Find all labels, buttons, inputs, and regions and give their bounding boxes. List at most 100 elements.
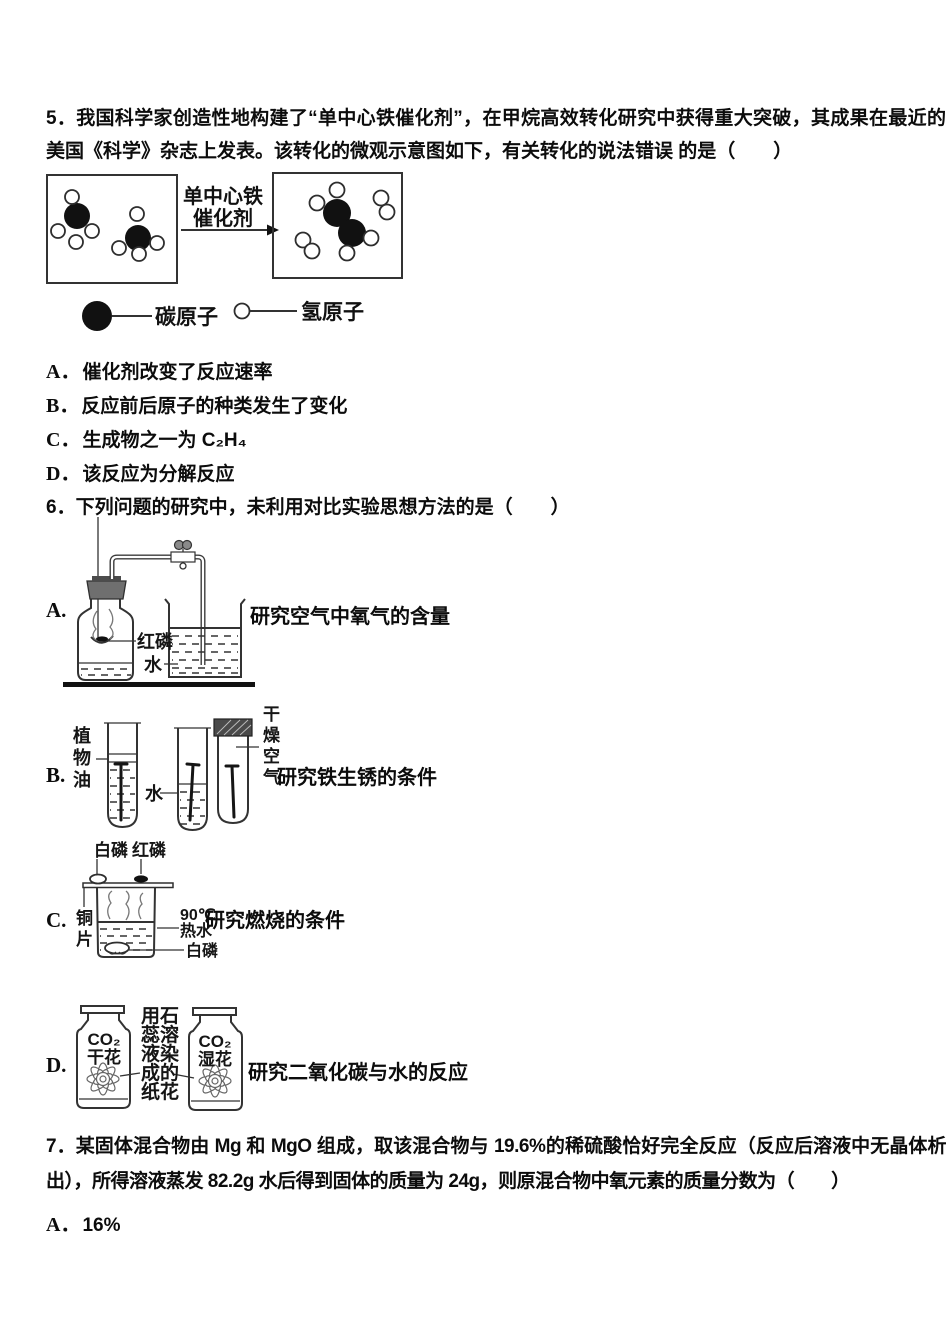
smoke-wisp: [107, 890, 113, 920]
label-co2-dry-flower: CO₂ 干花: [87, 1030, 121, 1067]
hydrogen-atom: [328, 181, 346, 199]
apparatus-d-caption: 研究二氧化碳与水的反应: [248, 1062, 468, 1084]
gas-bottle: [77, 599, 134, 681]
hydrogen-atom: [362, 229, 380, 247]
label-hot-water: 90℃ 热水: [180, 907, 216, 940]
question-6-stem: 6．下列问题的研究中，未利用对比实验思想方法的是（ ）: [46, 497, 570, 518]
option-text: 反应前后原子的种类发生了变化: [81, 396, 348, 417]
test-tube-oil-water: [96, 722, 141, 829]
rubber-stopper: [86, 580, 127, 600]
paper-flower-icon: [198, 1064, 232, 1098]
apparatus-b-drawing: [96, 718, 259, 832]
smoke-wisp: [92, 610, 98, 641]
legend-hydrogen-swatch: [233, 302, 251, 320]
hydrogen-atom: [308, 194, 326, 212]
hydrogen-atom: [68, 234, 84, 250]
label-litmus-paper-flower: 用石蕊溶液染成的纸花: [141, 1006, 180, 1103]
option-letter: B．: [46, 395, 80, 417]
ethylene-molecule: [308, 181, 380, 262]
apparatus-a-figure: 红磷 水: [45, 515, 465, 690]
hydrogen-atom: [149, 235, 165, 251]
apparatus-b-figure: 植物油 水 干燥空气: [60, 700, 460, 840]
carbon-atom: [323, 199, 351, 227]
reactants-box: [46, 174, 178, 284]
white-phosphorus-sample: [89, 873, 107, 885]
apparatus-c-letter: C.: [46, 908, 67, 932]
gas-bottle-dry-flower: [76, 1005, 131, 1109]
test-tube-water: [160, 727, 211, 832]
hydrogen-molecule: [372, 189, 396, 221]
question-5-option-a: A．催化剂改变了反应速率: [46, 355, 272, 384]
apparatus-b-caption: 研究铁生锈的条件: [277, 767, 437, 789]
label-red-phosphorus: 红磷: [137, 632, 173, 652]
catalyst-label-line1: 单中心铁: [183, 184, 263, 208]
option-text: 生成物之一为 C₂H₄: [82, 430, 247, 451]
test-tube-dry-air: [213, 718, 259, 825]
beaker: [96, 887, 156, 958]
legend-hydrogen-label: 氢原子: [301, 300, 364, 324]
question-5-option-d: D．该反应为分解反应: [46, 457, 234, 486]
option-text: 催化剂改变了反应速率: [82, 362, 273, 383]
products-box: [272, 172, 403, 279]
carbon-atom: [338, 219, 366, 247]
hydrogen-atom: [50, 223, 66, 239]
apparatus-d-figure: CO₂ 干花 CO₂ 湿花 用石蕊溶液染成的纸花: [60, 995, 460, 1117]
label-red-phosphorus: 红磷: [132, 841, 166, 860]
hydrogen-atom: [338, 244, 356, 262]
copper-sheet: [82, 882, 174, 889]
label-copper-sheet: 铜片: [73, 909, 92, 951]
hydrogen-molecule: [294, 231, 321, 260]
label-dry-air: 干燥空气: [260, 705, 279, 789]
label-vegetable-oil: 植物油: [71, 726, 91, 792]
hydrogen-atom: [64, 189, 80, 205]
label-pointer: [172, 1073, 195, 1079]
pinch-valve: [170, 539, 196, 570]
hydrogen-atom: [131, 246, 147, 262]
catalyst-label-line2: 催化剂: [193, 206, 253, 230]
question-7-option-a: A．16%: [46, 1208, 120, 1237]
legend-carbon-label: 碳原子: [155, 305, 218, 329]
smoke-wisp: [125, 890, 130, 921]
label-white-phosphorus: 白磷: [186, 943, 219, 960]
red-phosphorus-sample: [96, 636, 108, 642]
hydrogen-atom: [111, 240, 127, 256]
label-white-phosphorus: 白磷: [94, 841, 128, 860]
paper-flower-icon: [86, 1062, 120, 1096]
carbon-atom: [125, 225, 151, 251]
legend: 碳原子 氢原子: [82, 300, 364, 331]
label-water: 水: [144, 655, 162, 675]
apparatus-d-drawing: [76, 1005, 243, 1111]
option-text: 该反应为分解反应: [82, 464, 235, 485]
rubber-stopper-top: [92, 576, 121, 582]
methane-molecule: [111, 206, 165, 262]
bench-line: [63, 682, 255, 687]
methane-molecule: [50, 189, 100, 250]
question-5-stem: 5．我国科学家创造性地构建了“单中心铁催化剂”，在甲烷高效转化研究中获得重大突破…: [46, 108, 946, 162]
smoke-wisp: [108, 608, 114, 640]
apparatus-c-drawing: [82, 859, 184, 958]
gas-bottle-wet-flower: [188, 1007, 243, 1111]
label-pointer: [119, 1072, 141, 1077]
option-text: 16%: [82, 1215, 121, 1236]
label-water: 水: [145, 784, 163, 804]
apparatus-d-letter: D.: [46, 1053, 67, 1077]
apparatus-c-figure: 白磷 红磷 铜片 90℃ 热水 白磷: [60, 840, 460, 970]
carbon-atom: [64, 203, 90, 229]
legend-carbon-swatch: [82, 301, 112, 331]
question-5-option-c: C．生成物之一为 C₂H₄: [46, 423, 247, 452]
apparatus-a-letter: A.: [46, 598, 67, 622]
option-letter: D．: [46, 463, 81, 485]
apparatus-c-caption: 研究燃烧的条件: [205, 910, 345, 932]
apparatus-a-caption: 研究空气中氧气的含量: [250, 606, 450, 628]
option-letter: C．: [46, 429, 81, 451]
label-co2-wet-flower: CO₂ 湿花: [198, 1032, 232, 1069]
smoke-wisp: [138, 892, 144, 920]
apparatus-a-drawing: [63, 517, 255, 687]
beaker: [164, 598, 246, 678]
option-letter: A．: [46, 361, 81, 383]
hydrogen-atom: [84, 223, 100, 239]
red-phosphorus-sample: [134, 875, 148, 883]
question-5-option-b: B．反应前后原子的种类发生了变化: [46, 389, 347, 418]
hydrogen-atom: [129, 206, 145, 222]
